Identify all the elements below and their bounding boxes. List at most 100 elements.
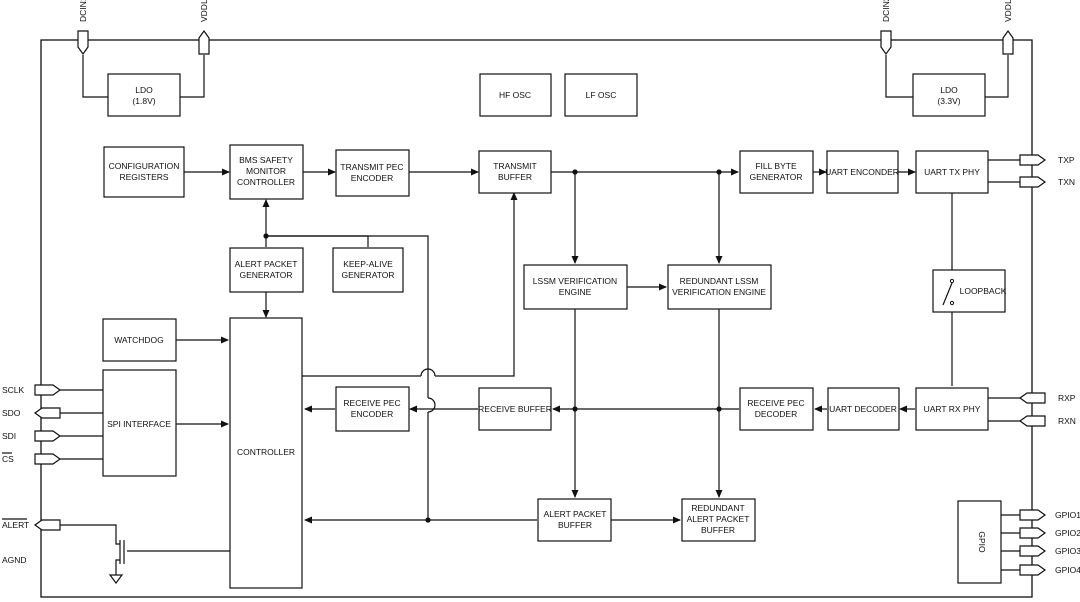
block-lf-osc-label: LF OSC: [586, 90, 617, 100]
pin-alert-label: ALERT: [2, 520, 29, 530]
block-ldo1-line1: LDO: [135, 85, 153, 95]
block-alert-buffer-line1: ALERT PACKET: [544, 509, 607, 519]
block-rx-pec-dec-line2: DECODER: [755, 409, 798, 419]
block-keep-alive: KEEP-ALIVE GENERATOR: [332, 247, 404, 293]
block-config-line2: REGISTERS: [119, 172, 168, 182]
pin-gpio1-label: GPIO1: [1055, 510, 1080, 520]
block-uart-rx-phy-label: UART RX PHY: [924, 404, 981, 414]
pin-gpio3-label: GPIO3: [1055, 546, 1080, 556]
block-loopback-label: LOOPBACK: [960, 286, 1007, 296]
pin-sdi-symbol: [34, 430, 62, 442]
block-rx-pec-line1: RECEIVE PEC: [343, 398, 400, 408]
top-pins: DCIN1 VDDL1 DCIN2 VDDL2: [77, 0, 1014, 56]
pin-agnd-label: AGND: [2, 555, 27, 565]
block-fill-byte: FILL BYTE GENERATOR: [739, 150, 814, 194]
block-red-alert-line2: ALERT PACKET: [687, 514, 750, 524]
block-keep-alive-line1: KEEP-ALIVE: [343, 259, 393, 269]
block-uart-encoder: UART ENCONDER: [825, 150, 899, 194]
block-tx-pec-line2: ENCODER: [351, 173, 394, 183]
pin-dcin2-symbol: [880, 30, 892, 56]
right-pins: TXP TXN RXP RXN GPIO1 GPIO2 GPIO3 GPIO4: [1018, 154, 1080, 576]
block-fill-byte-line2: GENERATOR: [749, 172, 802, 182]
alert-drain-line: [60, 524, 120, 545]
block-uart-tx-phy-label: UART TX PHY: [924, 167, 980, 177]
pin-sclk-symbol: [34, 384, 62, 396]
block-uart-decoder-label: UART DECODER: [829, 404, 897, 414]
pin-sdo-symbol: [33, 407, 61, 419]
block-config-line1: CONFIGURATION: [109, 161, 180, 171]
pin-txn-symbol: [1019, 176, 1047, 188]
pin-gpio3-symbol: [1019, 545, 1047, 557]
block-bms-safety: BMS SAFETY MONITOR CONTROLLER: [229, 144, 304, 200]
pin-cs-label: CS: [2, 454, 14, 464]
block-redundant-lssm-line2: VERIFICATION ENGINE: [672, 287, 766, 297]
pin-vddl2-symbol: [1002, 29, 1014, 55]
block-tx-buffer-line2: BUFFER: [498, 172, 532, 182]
ldo2-vddl-line: [985, 55, 1009, 98]
block-uart-decoder: UART DECODER: [827, 387, 900, 431]
ldo2-dcin-line: [885, 55, 913, 98]
block-watchdog-label: WATCHDOG: [114, 335, 164, 345]
block-lssm-line1: LSSM VERIFICATION: [533, 276, 617, 286]
block-gpio: GPIO: [957, 500, 1002, 584]
block-alert-gen-line2: GENERATOR: [239, 270, 292, 280]
keep-alive-tap-line: [266, 235, 369, 247]
ldo1-vddl-line: [180, 55, 205, 98]
pin-rxp-symbol: [1018, 392, 1046, 404]
block-ldo1: LDO (1.8V): [107, 73, 181, 117]
block-rx-pec-dec-line1: RECEIVE PEC: [747, 398, 804, 408]
connections: [60, 55, 1020, 584]
block-receive-pec-encoder: RECEIVE PEC ENCODER: [335, 386, 410, 432]
junctions: [263, 169, 722, 523]
block-transmit-pec: TRANSMIT PEC ENCODER: [335, 149, 410, 197]
controller-to-tx-buffer-arrow: [435, 192, 518, 377]
block-bms-line3: CONTROLLER: [237, 177, 295, 187]
block-lssm: LSSM VERIFICATION ENGINE: [523, 264, 628, 310]
pin-gpio4-label: GPIO4: [1055, 565, 1080, 575]
pin-cs-symbol: [34, 453, 62, 465]
pin-txp-symbol: [1019, 154, 1047, 166]
pin-txn-label: TXN: [1058, 177, 1075, 187]
pin-vddl1-symbol: [198, 29, 210, 55]
block-hf-osc: HF OSC: [479, 73, 552, 117]
block-lf-osc: LF OSC: [564, 73, 638, 117]
ldo1-dcin-line: [82, 55, 108, 98]
pin-gpio1-symbol: [1019, 509, 1047, 521]
block-alert-packet-generator: ALERT PACKET GENERATOR: [229, 247, 304, 293]
pin-rxn-label: RXN: [1058, 416, 1076, 426]
block-gpio-label: GPIO: [977, 531, 987, 553]
block-spi-label: SPI INTERFACE: [107, 419, 171, 429]
pin-gpio2-label: GPIO2: [1055, 528, 1080, 538]
block-rx-buffer-label: RECEIVE BUFFER: [478, 404, 552, 414]
block-tx-buffer-line1: TRANSMIT: [493, 161, 536, 171]
pin-gpio4-symbol: [1019, 564, 1047, 576]
block-ldo1-line2: (1.8V): [132, 96, 155, 106]
block-config-registers: CONFIGURATION REGISTERS: [103, 146, 185, 198]
alert-bus-line: [266, 235, 429, 398]
pin-gpio2-symbol: [1019, 527, 1047, 539]
block-redundant-lssm-line1: REDUNDANT LSSM: [680, 276, 759, 286]
block-loopback: LOOPBACK: [932, 269, 1007, 313]
pin-vddl2-label: VDDL2: [1003, 0, 1013, 22]
pin-dcin1-label: DCIN1: [78, 0, 88, 22]
block-receive-buffer: RECEIVE BUFFER: [478, 387, 552, 431]
block-watchdog: WATCHDOG: [102, 318, 177, 362]
block-redundant-alert-buffer: REDUNDANT ALERT PACKET BUFFER: [681, 498, 756, 542]
pin-dcin2-label: DCIN2: [881, 0, 891, 22]
ground-symbol: [108, 574, 124, 584]
block-ldo2: LDO (3.3V): [912, 73, 986, 117]
block-red-alert-line1: REDUNDANT: [691, 503, 744, 513]
pin-vddl1-label: VDDL1: [199, 0, 209, 22]
pin-sdi-label: SDI: [2, 431, 16, 441]
block-ldo2-line1: LDO: [940, 85, 958, 95]
pin-sdo-label: SDO: [2, 408, 21, 418]
block-uart-encoder-label: UART ENCONDER: [825, 167, 899, 177]
block-ldo2-line2: (3.3V): [937, 96, 960, 106]
chip-outline: [40, 39, 1033, 598]
pin-txp-label: TXP: [1058, 155, 1075, 165]
pin-rxn-symbol: [1018, 415, 1046, 427]
block-keep-alive-line2: GENERATOR: [341, 270, 394, 280]
block-rx-pec-line2: ENCODER: [351, 409, 394, 419]
left-pins: SCLK SDO SDI CS ALERT AGND: [2, 384, 62, 565]
